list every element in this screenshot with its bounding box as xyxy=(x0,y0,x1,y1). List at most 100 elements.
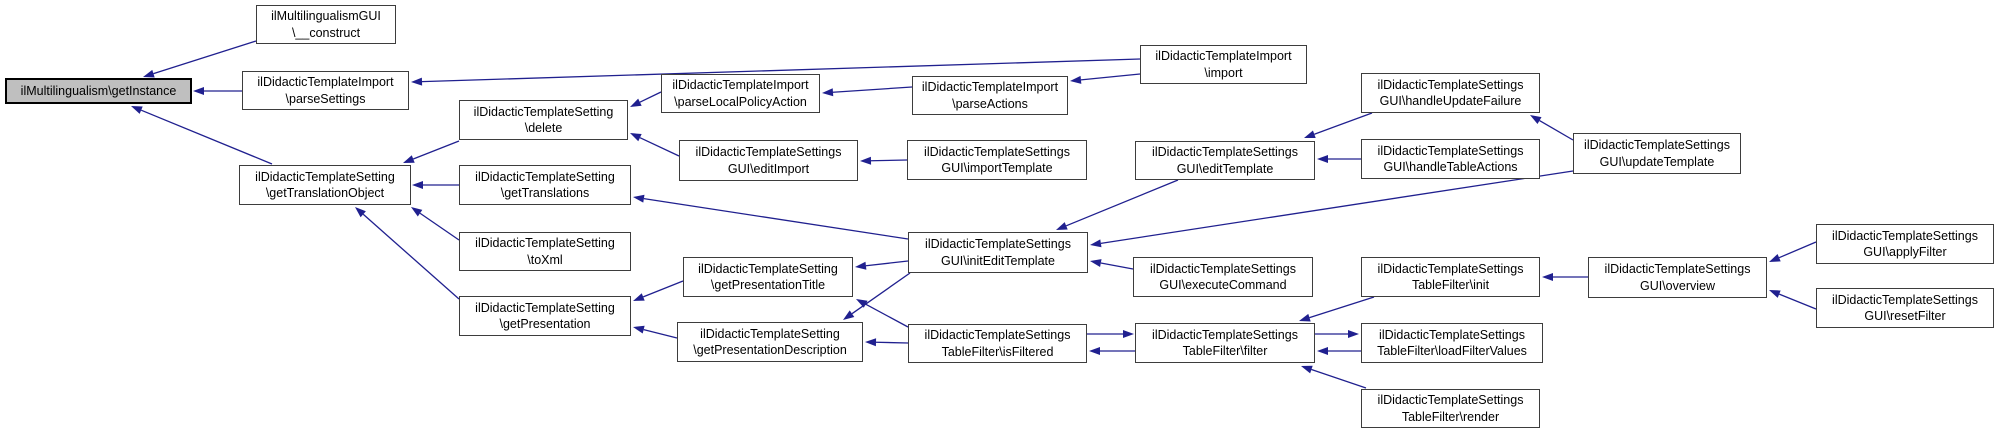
arrowhead-toXml-to-getTranslationObject xyxy=(411,207,423,217)
node-executeCommand-label-line-0: ilDidacticTemplateSettings xyxy=(1150,261,1296,276)
arrowhead-delete-to-getTranslationObject xyxy=(403,155,415,163)
node-import-label-line-1: \import xyxy=(1204,65,1243,80)
node-loadFilterValues-label-line-1: TableFilter\loadFilterValues xyxy=(1377,344,1527,358)
edge-import-to-parseActions xyxy=(1080,73,1141,81)
node-toXml-label-line-0: ilDidacticTemplateSetting xyxy=(475,236,615,251)
arrowhead-handleUpdateFailure-to-editTemplate xyxy=(1304,130,1316,138)
node-isFiltered-label-line-0: ilDidacticTemplateSettings xyxy=(924,328,1071,343)
arrowhead-import-to-parseSettings xyxy=(411,77,423,86)
node-importTemplate-label-line-0: ilDidacticTemplateSettings xyxy=(924,144,1070,159)
node-getPresentation-label-line-0: ilDidacticTemplateSetting xyxy=(475,300,615,315)
node-editImport-label-line-0: ilDidacticTemplateSettings xyxy=(695,145,842,160)
arrowhead-importTemplate-to-editImport xyxy=(860,156,872,165)
arrowhead-initEditTemplate-to-getPresentationDescription xyxy=(843,310,855,320)
node-getTranslationObject-label-line-1: \getTranslationObject xyxy=(265,186,385,200)
node-updateTemplate-label-line-0: ilDidacticTemplateSettings xyxy=(1584,138,1730,153)
node-filter-label-line-0: ilDidacticTemplateSettings xyxy=(1152,327,1298,342)
arrowhead-updateTemplate-to-handleUpdateFailure xyxy=(1530,115,1542,124)
edge-getPresentation-to-getTranslationObject xyxy=(362,213,460,300)
node-editTemplate-label-line-1: GUI\editTemplate xyxy=(1176,161,1274,176)
node-parseSettings[interactable]: ilDidacticTemplateImport\parseSettings xyxy=(242,71,409,110)
node-importTemplate-label-line-1: GUI\importTemplate xyxy=(941,161,1053,175)
node-applyFilter-label-line-1: GUI\applyFilter xyxy=(1863,245,1947,259)
arrowhead-initEditTemplate-to-getTranslations xyxy=(633,194,645,203)
edge-construct-to-getInstance xyxy=(153,40,257,75)
node-toXml-label-line-1: \toXml xyxy=(527,252,563,267)
arrowhead-executeCommand-to-initEditTemplate xyxy=(1090,259,1102,267)
edge-render-to-filter xyxy=(1311,368,1367,389)
arrowhead-isFiltered-to-filter xyxy=(1123,330,1134,338)
node-getInstance-label-line-0: ilMultilingualism\getInstance xyxy=(20,83,177,98)
arrowhead-editTemplate-to-initEditTemplate xyxy=(1056,222,1068,230)
node-parseActions[interactable]: ilDidacticTemplateImport\parseActions xyxy=(912,76,1068,115)
edge-getTranslationObject-to-getInstance xyxy=(140,109,273,165)
node-getPresentation[interactable]: ilDidacticTemplateSetting \getPresentatio… xyxy=(459,296,631,336)
node-delete-label-line-1: \delete xyxy=(524,121,563,135)
edge-import-to-parseSettings xyxy=(421,58,1141,83)
arrowhead-editImport-to-delete xyxy=(630,133,642,142)
edge-initEditTemplate-to-getTranslations xyxy=(643,198,909,240)
node-toXml[interactable]: ilDidacticTemplateSetting\toXml xyxy=(459,232,631,271)
node-getPresentationDescription[interactable]: ilDidacticTemplateSetting \getPresentatio… xyxy=(677,322,863,362)
node-getPresentationTitle-label-line-0: ilDidacticTemplateSetting xyxy=(698,261,838,276)
node-filter-label-line-1: TableFilter\filter xyxy=(1182,344,1268,358)
node-updateTemplate-label-line-1: GUI\updateTemplate xyxy=(1599,154,1715,169)
node-delete[interactable]: ilDidacticTemplateSetting\delete xyxy=(459,100,628,140)
arrowhead-parseActions-to-parseLocalPolicyAction xyxy=(822,88,834,97)
node-construct-label-line-1: \__construct xyxy=(291,25,361,40)
node-getTranslations-label-line-0: ilDidacticTemplateSetting xyxy=(475,169,615,184)
arrowhead-getTranslations-to-getTranslationObject xyxy=(412,181,423,189)
node-getPresentationDescription-label-line-1: \getPresentationDescription xyxy=(693,343,847,357)
arrowhead-updateTemplate-to-initEditTemplate xyxy=(1090,239,1102,248)
arrowhead-getTranslationObject-to-getInstance xyxy=(131,106,143,114)
node-getTranslations[interactable]: ilDidacticTemplateSetting \getTranslation… xyxy=(459,165,631,205)
node-executeCommand-label-line-1: GUI\executeCommand xyxy=(1159,278,1287,292)
edge-parseActions-to-parseLocalPolicyAction xyxy=(832,86,913,93)
arrowhead-parseLocalPolicyAction-to-delete xyxy=(630,98,642,107)
node-getInstance[interactable]: ilMultilingualism\getInstance xyxy=(5,78,192,104)
node-getPresentationTitle[interactable]: ilDidacticTemplateSetting\getPresentatio… xyxy=(683,257,853,297)
arrowhead-tableFilterInit-to-filter xyxy=(1299,313,1311,322)
node-getTranslationObject[interactable]: ilDidacticTemplateSetting\getTranslation… xyxy=(239,165,411,205)
node-tableFilterInit-label-line-1: TableFilter\init xyxy=(1411,278,1490,292)
node-editImport-label-line-1: GUI\editImport xyxy=(727,161,810,176)
node-parseActions-label-line-1: \parseActions xyxy=(952,96,1028,111)
edge-toXml-to-getTranslationObject xyxy=(419,212,460,241)
edge-parseLocalPolicyAction-to-delete xyxy=(639,91,662,103)
node-overview-label-line-1: GUI\overview xyxy=(1639,278,1716,293)
node-getTranslations-label-line-1: \getTranslations xyxy=(500,186,590,200)
node-parseLocalPolicyAction-label-line-0: ilDidacticTemplateImport xyxy=(672,78,809,93)
node-parseSettings-label-line-1: \parseSettings xyxy=(285,91,366,106)
node-import[interactable]: ilDidacticTemplateImport\import xyxy=(1140,45,1307,84)
arrowhead-render-to-filter xyxy=(1301,365,1313,374)
node-isFiltered-label-line-1: TableFilter\isFiltered xyxy=(941,344,1054,359)
node-parseLocalPolicyAction[interactable]: ilDidacticTemplateImport\parseLocalPolic… xyxy=(661,74,820,113)
edge-getPresentationDescription-to-getPresentation xyxy=(643,329,678,339)
edge-updateTemplate-to-handleUpdateFailure xyxy=(1539,119,1574,141)
node-handleUpdateFailure-label-line-0: ilDidacticTemplateSettings xyxy=(1377,77,1524,92)
node-resetFilter-label-line-1: GUI\resetFilter xyxy=(1864,309,1946,323)
node-getPresentationDescription-label-line-0: ilDidacticTemplateSetting xyxy=(700,326,840,341)
node-initEditTemplate-label-line-1: GUI\initEditTemplate xyxy=(941,253,1055,268)
node-editTemplate-label-line-0: ilDidacticTemplateSettings xyxy=(1152,145,1298,160)
node-getPresentation-label-line-1: \getPresentation xyxy=(499,317,591,331)
edge-initEditTemplate-to-getPresentationTitle xyxy=(865,260,909,267)
node-construct[interactable]: ilMultilingualismGUI\__construct xyxy=(256,5,396,44)
